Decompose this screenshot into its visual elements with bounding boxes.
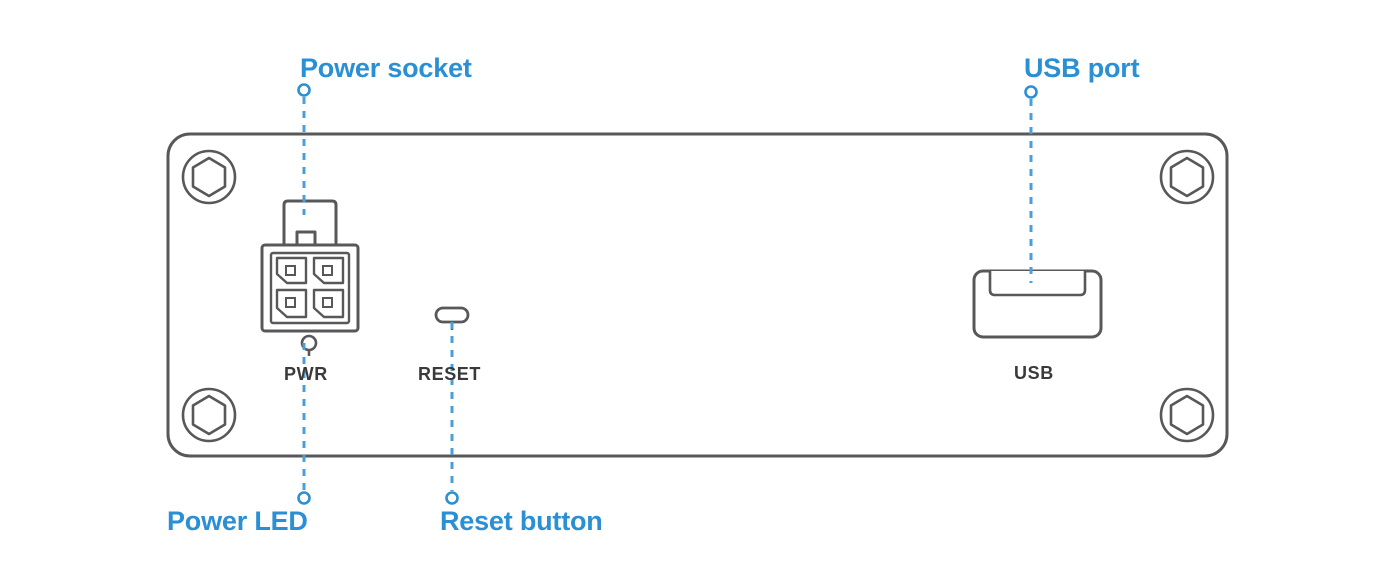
- screw-bottom-right: [1159, 387, 1215, 443]
- port-label-usb: USB: [1014, 363, 1054, 383]
- callout-label-power-led: Power LED: [167, 506, 308, 536]
- callout-leader-usb-port: [1024, 85, 1038, 283]
- power-socket-latch: [282, 199, 338, 245]
- screw-top-right: [1159, 149, 1215, 205]
- callout-leader-reset-button: [445, 322, 459, 505]
- callout-label-power-socket: Power socket: [300, 53, 472, 83]
- panel-body: [166, 132, 1229, 458]
- callout-leader-power-socket: [297, 83, 311, 215]
- callout-leader-power-led: [297, 343, 311, 505]
- screw-top-left: [181, 149, 237, 205]
- usb-port-tongue: [988, 271, 1087, 297]
- port-label-pwr: PWR: [284, 364, 328, 384]
- usb-port-hardware: [972, 269, 1103, 339]
- callout-label-reset-button: Reset button: [440, 506, 603, 536]
- power-socket-connector: [260, 199, 360, 333]
- port-label-reset: RESET: [418, 364, 482, 384]
- callout-label-usb-port: USB port: [1024, 53, 1140, 83]
- screw-bottom-left: [181, 387, 237, 443]
